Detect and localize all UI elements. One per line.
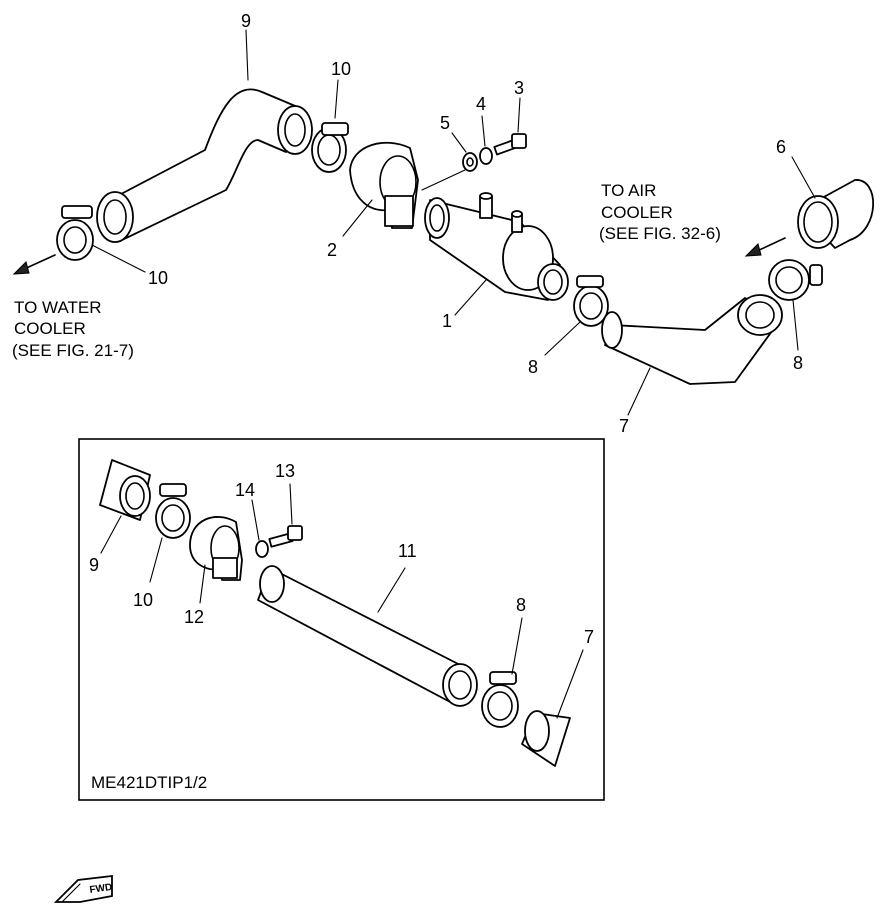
hose-9 [96, 29, 313, 243]
label-part-5: 5 [440, 113, 450, 133]
hose-clamp-8-right [768, 259, 823, 351]
inset-code: ME421DTIP1/2 [91, 773, 207, 792]
hose-7 [601, 294, 783, 416]
label-part-8-center: 8 [528, 357, 538, 377]
bracket-2 [342, 141, 419, 237]
washer-5 [451, 132, 478, 172]
note-air-line-3: (SEE FIG. 32-6) [599, 224, 721, 243]
inset-label-8: 8 [516, 595, 526, 615]
note-air-line-2: COOLER [601, 203, 673, 222]
inset-label-11: 11 [398, 541, 417, 561]
inset-bracket-12 [189, 516, 243, 604]
inset-pipe-11 [257, 565, 478, 707]
label-part-1: 1 [442, 311, 452, 331]
label-part-2: 2 [327, 240, 337, 260]
hose-clamp-10-top [311, 79, 349, 173]
hose-clamp-8-center [544, 275, 609, 356]
label-part-6: 6 [776, 137, 786, 157]
note-air-line-1: TO AIR [601, 181, 656, 200]
inset-label-12: 12 [184, 607, 204, 627]
bolt-3 [493, 97, 527, 156]
label-part-3: 3 [514, 78, 524, 98]
arrow-to-water-cooler [12, 254, 56, 275]
inset-bolt-13 [268, 483, 303, 548]
junction-pipe-1 [424, 192, 569, 316]
lockwasher-4 [479, 115, 493, 165]
label-part-10-left: 10 [148, 268, 168, 288]
inset-hose-7 [521, 649, 584, 767]
inset-clamp-8 [481, 617, 523, 728]
cap-6 [791, 156, 875, 249]
inset-hose-9 [99, 459, 151, 554]
label-part-8-right: 8 [793, 353, 803, 373]
inset-label-7: 7 [584, 627, 594, 647]
hose-clamp-10-left [56, 205, 146, 273]
note-to-water-cooler: TO WATER COOLER (SEE FIG. 21-7) [12, 298, 134, 360]
note-water-line-1: TO WATER [14, 298, 102, 317]
inset-label-9: 9 [89, 555, 99, 575]
note-water-line-3: (SEE FIG. 21-7) [12, 341, 134, 360]
inset-label-13: 13 [275, 461, 295, 481]
note-to-air-cooler: TO AIR COOLER (SEE FIG. 32-6) [599, 181, 721, 243]
assembly-leader [421, 169, 466, 191]
label-part-4: 4 [476, 94, 486, 114]
arrow-to-air-cooler [744, 237, 786, 257]
note-water-line-2: COOLER [14, 319, 86, 338]
label-part-10-top: 10 [331, 59, 351, 79]
inset-label-10: 10 [133, 590, 153, 610]
inset-label-14: 14 [235, 480, 255, 500]
label-part-7: 7 [619, 416, 629, 436]
inset-washer-14 [251, 499, 269, 558]
fwd-arrow-icon: FWD [53, 874, 113, 903]
fwd-text: FWD [89, 882, 113, 896]
label-part-9: 9 [241, 11, 251, 31]
inset-clamp-10 [149, 483, 191, 583]
inset-panel: 13 14 11 9 10 12 8 7 ME421DTIP1/2 [78, 438, 605, 801]
